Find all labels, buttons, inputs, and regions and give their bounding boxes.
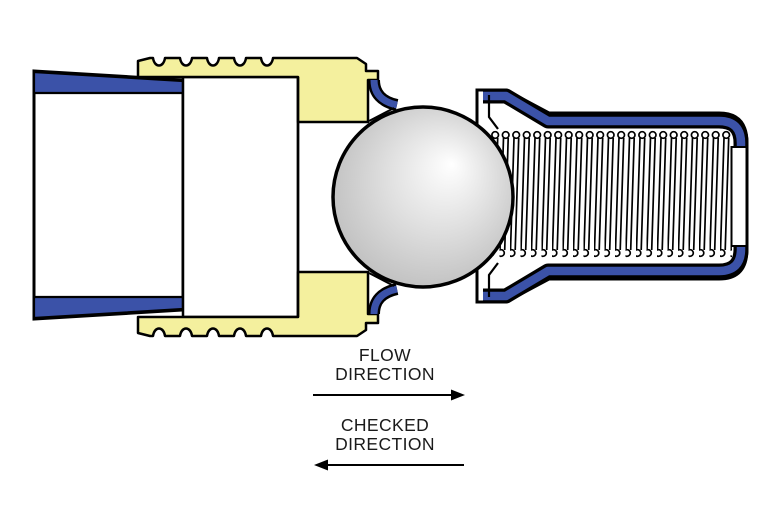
- threaded-fitting-bottom: [136, 270, 380, 338]
- compression-spring: [489, 128, 732, 260]
- seat-face-top: [368, 107, 395, 122]
- checked-direction-label-line2: DIRECTION: [335, 434, 435, 454]
- valve-inlet-bore: [181, 75, 300, 319]
- flow-direction-arrow: [313, 389, 465, 401]
- seat-seal-bottom: [370, 285, 398, 315]
- threaded-fitting-top: [136, 56, 380, 124]
- housing-outlet-port: [730, 146, 748, 247]
- checked-direction-label-line1: CHECKED: [341, 415, 429, 435]
- flow-direction-label-line2: DIRECTION: [335, 364, 435, 384]
- housing-mouth-lip-bottom: [487, 262, 499, 297]
- housing-mouth-lip-top: [487, 95, 499, 130]
- inlet-pipe-body: [32, 69, 185, 321]
- flow-direction-label-line1: FLOW: [359, 345, 411, 365]
- checked-direction-arrow: [314, 459, 464, 471]
- check-ball: [331, 105, 515, 289]
- seat-face-bottom: [368, 272, 395, 287]
- seat-seal-top: [370, 79, 398, 109]
